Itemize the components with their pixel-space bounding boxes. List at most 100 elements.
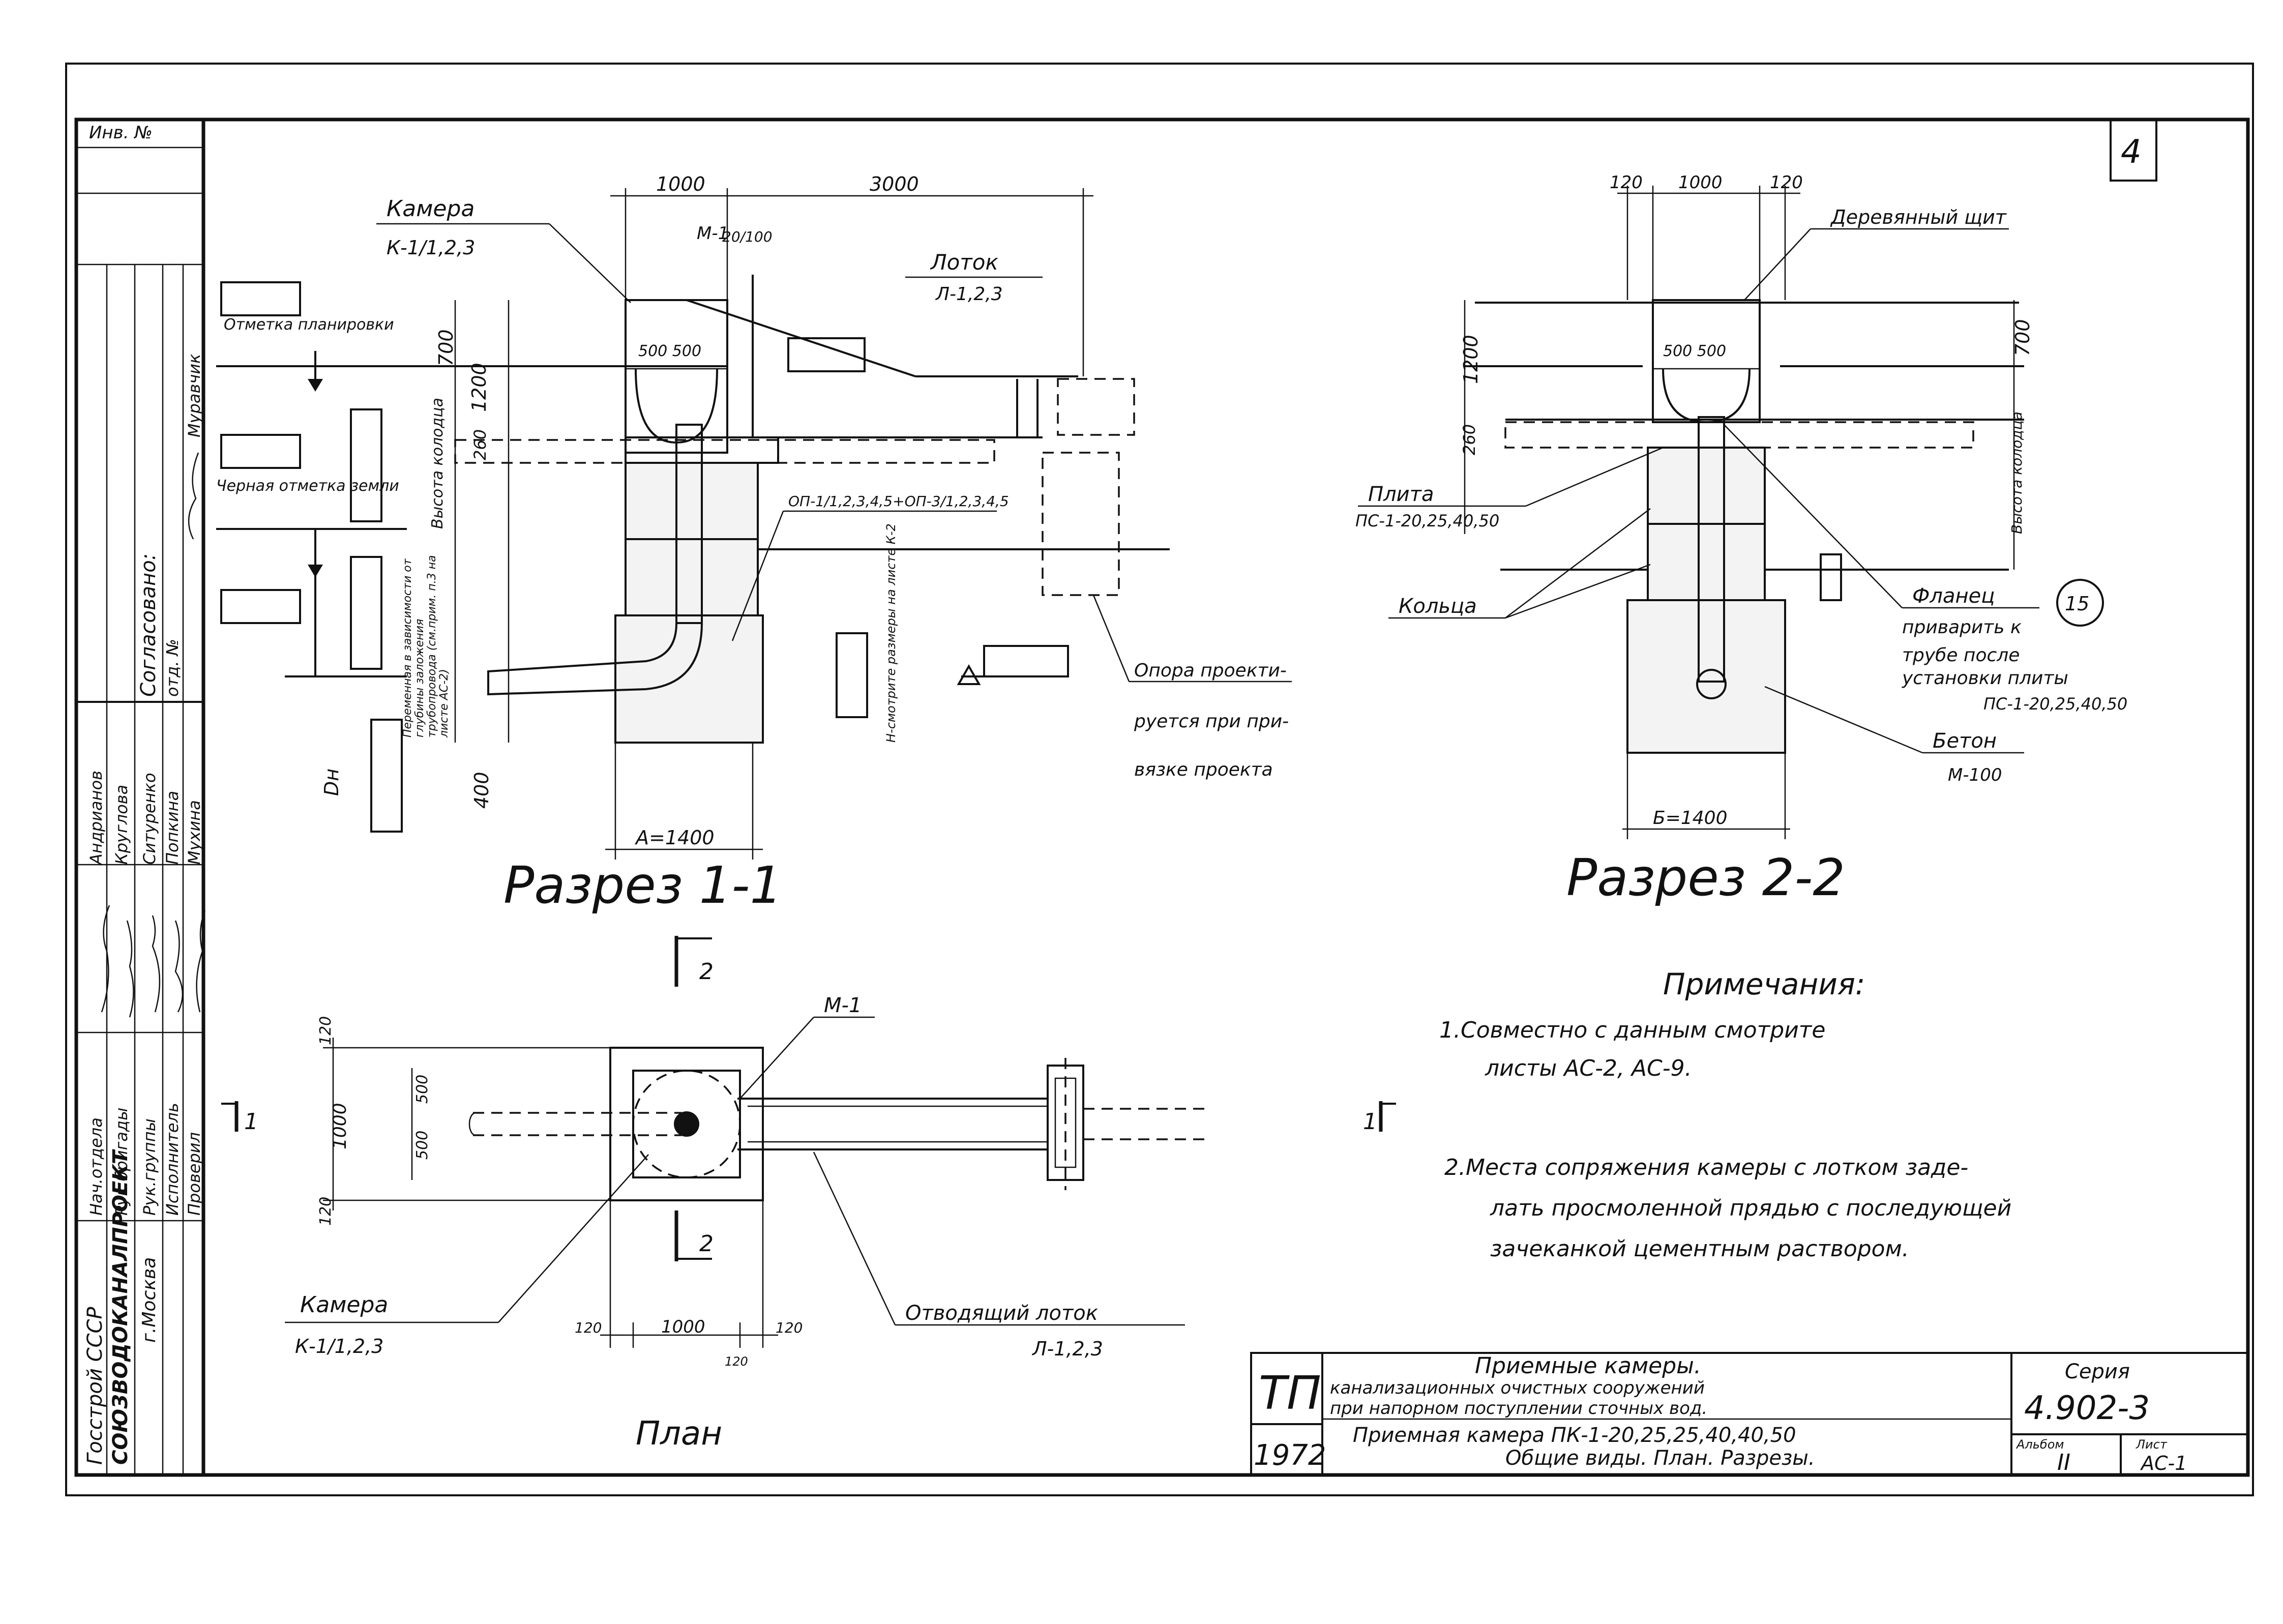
plan-view: 2 2 1 1 М-1 120 1000 xyxy=(221,936,1396,1453)
plan-chamber-label: Камера xyxy=(300,1292,388,1318)
approver-name: Муравчик xyxy=(185,353,204,437)
plan-dim-bottom-120b: 120 xyxy=(776,1319,803,1336)
tray-code: Л-1,2,3 xyxy=(935,284,1003,305)
role-4: Исполнитель xyxy=(163,1103,182,1216)
department-label: отд. № xyxy=(163,639,182,697)
chamber-code-1: К-1/1,2,3 xyxy=(387,237,475,259)
flange-label: Фланец xyxy=(1912,584,1995,608)
depth-label-1: Высота колодца xyxy=(429,398,447,529)
section-1-1: Отметка планировки Черная отметка земли … xyxy=(216,173,1292,915)
tb-sheet: АС-1 xyxy=(2140,1452,2187,1474)
flange-note-4: ПС-1-20,25,40,50 xyxy=(1983,694,2127,714)
cut-2-bottom: 2 xyxy=(699,1231,714,1257)
dim2-top-1000: 1000 xyxy=(1678,172,1723,193)
signature-4 xyxy=(174,920,184,1013)
dim-small: 20/100 xyxy=(722,228,773,245)
tb-year: 1972 xyxy=(1254,1439,1326,1472)
name-3: Ситуренко xyxy=(140,773,159,865)
tb-title-1: Приемные камеры. xyxy=(1475,1353,1701,1379)
flange-ref-circle xyxy=(2056,579,2104,627)
signature-1 xyxy=(101,905,110,1013)
dim2-1200: 1200 xyxy=(1460,335,1482,384)
tb-sheet-label: Лист xyxy=(2136,1437,2168,1452)
note-line-3: 2.Места сопряжения камеры с лотком заде- xyxy=(1444,1155,1968,1180)
role-5: Проверил xyxy=(185,1132,204,1216)
tb-series: 4.902-3 xyxy=(2024,1390,2150,1427)
outlet-label: Отводящий лоток xyxy=(905,1302,1098,1325)
flange-ref: 15 xyxy=(2065,593,2089,615)
role-1: Нач.отдела xyxy=(86,1117,106,1216)
dim2-top-120b: 120 xyxy=(1770,172,1803,193)
slab-code: ПС-1-20,25,40,50 xyxy=(1355,511,1499,530)
sheet-number: 4 xyxy=(2121,133,2142,171)
tb-title-3: при напорном поступлении сточных вод. xyxy=(1330,1398,1707,1419)
tb-title-4: Приемная камера ПК-1-20,25,25,40,40,50 xyxy=(1353,1424,1796,1447)
variable-note: Переменная в зависимости от глубины зало… xyxy=(402,555,451,737)
plan-m1-label: М-1 xyxy=(824,994,862,1017)
cut-2-top: 2 xyxy=(699,959,714,985)
notes: Примечания: 1.Совместно с данным смотрит… xyxy=(1439,967,2011,1262)
plan-dim-bottom-1000: 1000 xyxy=(661,1317,705,1337)
flange-note-3: установки плиты xyxy=(1902,668,2068,689)
dim-a-1400: А=1400 xyxy=(634,826,715,849)
concrete-label: Бетон xyxy=(1933,729,1997,753)
dim-260: 260 xyxy=(470,429,490,460)
plan-chamber-code: К-1/1,2,3 xyxy=(295,1335,383,1357)
name-1: Андрианов xyxy=(86,771,106,866)
institute-name: СОЮЗВОДОКАНАЛПРОЕКТ xyxy=(109,1149,132,1465)
role-2: Рук.бригады xyxy=(112,1108,131,1216)
flange-note-1: приварить к xyxy=(1902,617,2022,638)
dim-top-3000: 3000 xyxy=(870,173,919,195)
support-note-2: руется при при- xyxy=(1134,711,1289,732)
cut-1-right: 1 xyxy=(1363,1109,1377,1135)
role-3: Рук.группы xyxy=(140,1118,159,1216)
signature-approval xyxy=(188,452,199,540)
slab-label: Плита xyxy=(1368,483,1434,506)
dim-700: 700 xyxy=(435,329,457,366)
inner-frame xyxy=(74,117,2250,1477)
mark-black-label: Черная отметка земли xyxy=(216,477,399,495)
outlet-code: Л-1,2,3 xyxy=(1031,1338,1103,1360)
plan-dim-500b: 500 xyxy=(413,1131,431,1160)
support-note-1: Опора проекти- xyxy=(1134,660,1287,681)
dim2-inner-500: 500 500 xyxy=(1663,342,1726,360)
dim2-700: 700 xyxy=(2011,319,2034,356)
name-2: Круглова xyxy=(112,785,131,865)
notes-title: Примечания: xyxy=(1663,967,1865,1001)
dim-inner-500: 500 500 xyxy=(638,342,701,360)
section-2-2: 120 1000 120 Деревянный щит 500 500 1200… xyxy=(1355,172,2127,907)
plan-title: План xyxy=(636,1415,722,1453)
tb-mark: ТП xyxy=(1259,1367,1321,1420)
plan-dim-bottom-120a: 120 xyxy=(575,1319,602,1336)
variable-note-box: Переменная в зависимости от глубины зало… xyxy=(402,555,451,737)
inv-label: Инв. № xyxy=(89,123,153,143)
wood-shield-label: Деревянный щит xyxy=(1830,206,2007,228)
note-line-2: листы АС-2, АС-9. xyxy=(1485,1055,1692,1081)
dim2-260: 260 xyxy=(1460,424,1479,455)
support-code: ОП-1/1,2,3,4,5+ОП-3/1,2,3,4,5 xyxy=(788,493,1009,510)
tray-label: Лоток xyxy=(930,250,998,275)
name-5: Мухина xyxy=(185,800,204,865)
left-strip: Инв. № Госстрой СССР СОЮЗВОДОКАНАЛПРОЕКТ… xyxy=(76,123,206,1476)
org-name: Госстрой СССР xyxy=(83,1307,107,1465)
mark-planning-label: Отметка планировки xyxy=(224,316,394,334)
section-2-title: Разрез 2-2 xyxy=(1566,848,1845,907)
chamber-label-1: Камера xyxy=(387,196,475,222)
flange-note-2: трубе после xyxy=(1902,645,2020,666)
h-note: Н-смотрите размеры на листе К-2 xyxy=(884,523,898,743)
depth-label-2: Высота колодца xyxy=(2008,411,2025,534)
tb-series-label: Серия xyxy=(2065,1360,2130,1383)
concrete-grade: М-100 xyxy=(1948,765,2002,785)
approved-label: Согласовано: xyxy=(137,553,160,697)
signature-3 xyxy=(152,915,161,1013)
tb-title-2: канализационных очистных сооружений xyxy=(1330,1378,1705,1398)
tb-album-label: Альбом xyxy=(2015,1437,2064,1452)
plan-dim-1000: 1000 xyxy=(330,1103,350,1149)
note-line-4: лать просмоленной прядью с последующей xyxy=(1490,1195,2011,1221)
m1-label-1: М-1 xyxy=(697,223,729,244)
tb-album: II xyxy=(2057,1450,2070,1475)
support-note-3: вязке проекта xyxy=(1134,759,1273,780)
dim-top-1000: 1000 xyxy=(656,173,705,195)
